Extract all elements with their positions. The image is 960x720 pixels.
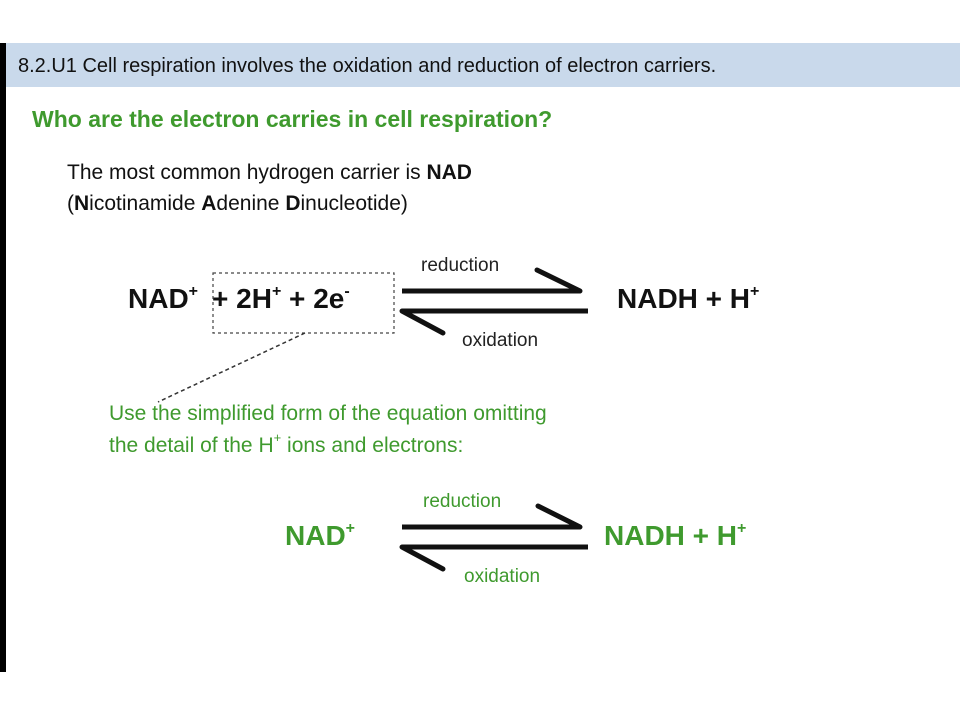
reduction-label: reduction: [421, 255, 500, 276]
equation-reactant-hydrogen-electrons: + 2H+ + 2e-: [212, 282, 350, 314]
header-bar: 8.2.U1 Cell respiration involves the oxi…: [6, 43, 960, 87]
simple-forward-arrow-barb: [535, 503, 583, 530]
intro-text: The most common hydrogen carrier is NAD …: [67, 157, 472, 219]
oxidation-label: oxidation: [462, 330, 539, 351]
simple-equation-reactant: NAD+: [285, 519, 356, 551]
simple-reverse-arrow-barb: [399, 544, 446, 572]
left-border: [0, 43, 6, 672]
question-heading: Who are the electron carries in cell res…: [32, 106, 553, 132]
equilibrium-arrows: [399, 267, 588, 336]
simplification-note: Use the simplified form of the equation …: [109, 402, 547, 457]
simple-oxidation-label: oxidation: [464, 566, 541, 587]
intro-line-2: (Nicotinamide Adenine Dinucleotide): [67, 192, 408, 215]
pointer-line: [157, 332, 306, 403]
simple-equilibrium-arrows: [399, 503, 588, 572]
equation-reactant-nad: NAD+: [128, 282, 199, 314]
simple-equation-product: NADH + H+: [604, 519, 747, 551]
header-title: 8.2.U1 Cell respiration involves the oxi…: [18, 55, 717, 77]
highlight-box: [212, 272, 395, 334]
reverse-arrow-barb: [399, 308, 446, 336]
simple-reduction-label: reduction: [423, 491, 502, 512]
equation-product: NADH + H+: [617, 282, 760, 314]
forward-arrow-barb: [534, 267, 583, 294]
intro-line-1: The most common hydrogen carrier is NAD: [67, 161, 472, 184]
